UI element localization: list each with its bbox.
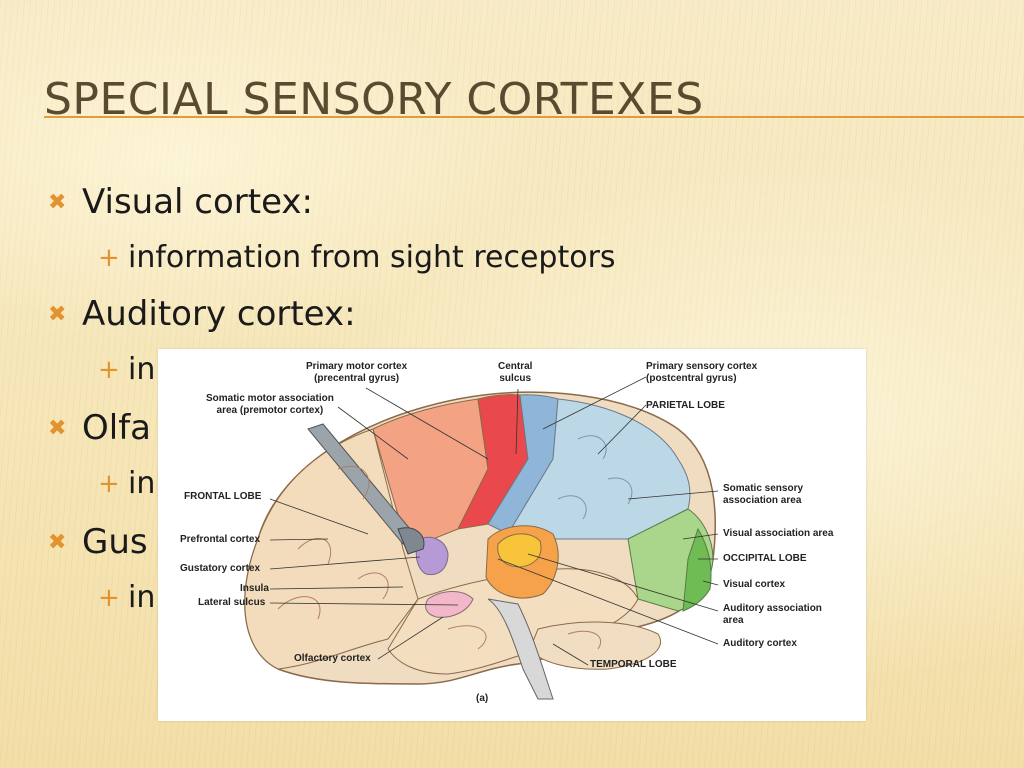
title-underline bbox=[44, 116, 1024, 118]
label-olfactory-cortex: Olfactory cortex bbox=[294, 653, 371, 664]
label-occipital-lobe: OCCIPITAL LOBE bbox=[723, 553, 807, 564]
label-panel-a: (a) bbox=[476, 693, 489, 704]
label-auditory-association-area: Auditory association area bbox=[723, 603, 822, 626]
bullet-visual-cortex: ✖ Visual cortex: bbox=[48, 182, 313, 222]
label-primary-motor-cortex: Primary motor cortex (precentral gyrus) bbox=[306, 361, 408, 384]
label-insula: Insula bbox=[240, 583, 269, 594]
label-visual-cortex: Visual cortex bbox=[723, 579, 786, 590]
plus-bullet-icon: + bbox=[98, 468, 120, 499]
label-visual-association-area: Visual association area bbox=[723, 528, 834, 539]
bullet-text: Auditory cortex: bbox=[82, 294, 356, 334]
label-primary-sensory-cortex: Primary sensory cortex (postcentral gyru… bbox=[646, 361, 758, 384]
sub-bullet-text: information from sight receptors bbox=[128, 240, 616, 275]
x-bullet-icon: ✖ bbox=[48, 415, 67, 441]
sub-bullet-text: in bbox=[128, 466, 156, 501]
plus-bullet-icon: + bbox=[98, 242, 120, 273]
sub-bullet-text: in bbox=[128, 580, 156, 615]
label-somatic-sensory-association: Somatic sensory association area bbox=[723, 483, 804, 506]
sub-bullet-text: in bbox=[128, 352, 156, 387]
x-bullet-icon: ✖ bbox=[48, 189, 67, 215]
label-gustatory-cortex: Gustatory cortex bbox=[180, 563, 261, 574]
bullet-text: Visual cortex: bbox=[82, 182, 314, 222]
bullet-olfactory-cortex: ✖ Olfa bbox=[48, 408, 151, 448]
label-auditory-cortex: Auditory cortex bbox=[723, 638, 797, 649]
sub-bullet-auditory: + in bbox=[98, 352, 155, 387]
label-somatic-motor-association: Somatic motor association area (premotor… bbox=[206, 393, 334, 416]
sub-bullet-olfactory: + in bbox=[98, 466, 155, 501]
plus-bullet-icon: + bbox=[98, 582, 120, 613]
label-parietal-lobe: PARIETAL LOBE bbox=[646, 400, 725, 411]
label-frontal-lobe: FRONTAL LOBE bbox=[184, 491, 262, 502]
bullet-text: Olfa bbox=[82, 408, 152, 448]
brain-diagram: Primary motor cortex (precentral gyrus) … bbox=[158, 349, 866, 721]
sub-bullet-visual: + information from sight receptors bbox=[98, 240, 616, 275]
bullet-text: Gus bbox=[82, 522, 148, 562]
label-temporal-lobe: TEMPORAL LOBE bbox=[590, 659, 677, 670]
bullet-auditory-cortex: ✖ Auditory cortex: bbox=[48, 294, 356, 334]
label-central-sulcus: Central sulcus bbox=[498, 361, 533, 384]
bullet-gustatory-cortex: ✖ Gus bbox=[48, 522, 148, 562]
x-bullet-icon: ✖ bbox=[48, 529, 67, 555]
plus-bullet-icon: + bbox=[98, 354, 120, 385]
brain-illustration bbox=[244, 376, 719, 700]
label-lateral-sulcus: Lateral sulcus bbox=[198, 597, 266, 608]
label-prefrontal-cortex: Prefrontal cortex bbox=[180, 534, 261, 545]
sub-bullet-gustatory: + in bbox=[98, 580, 155, 615]
x-bullet-icon: ✖ bbox=[48, 301, 67, 327]
